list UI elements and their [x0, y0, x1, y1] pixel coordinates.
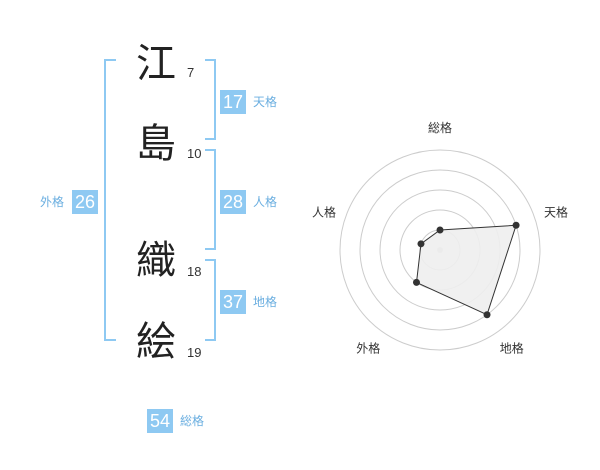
- ten-kaku-value: 17: [220, 90, 246, 114]
- stroke-count-1: 7: [187, 65, 195, 80]
- radar-ring-4: [359, 169, 521, 331]
- stroke-count-2: 10: [187, 146, 202, 161]
- radar-axis-label-0: 総格: [428, 120, 452, 135]
- radar-points: [412, 221, 520, 319]
- radar-point-1: [512, 221, 520, 229]
- bracket-gai: [104, 59, 116, 341]
- bracket-ten: [205, 59, 216, 140]
- so-kaku-label: 総格: [180, 414, 205, 428]
- ten-kaku-label: 天格: [253, 95, 278, 109]
- bracket-jin: [205, 149, 216, 250]
- radar-axis-label-2: 地格: [500, 341, 524, 356]
- radar-axis-label-3: 外格: [356, 341, 380, 356]
- gai-kaku-label: 外格: [40, 195, 65, 209]
- radar-point-3: [412, 278, 420, 286]
- radar-axis-label-4: 人格: [312, 204, 336, 219]
- radar-point-4: [417, 240, 425, 248]
- radar-area: [415, 224, 517, 316]
- name-char-2: 島: [136, 121, 176, 167]
- name-char-4: 絵: [136, 319, 176, 365]
- chi-kaku-label: 地格: [253, 295, 278, 309]
- radar-axis-label-1: 天格: [544, 204, 568, 219]
- name-char-1: 江: [136, 41, 176, 87]
- jin-kaku-label: 人格: [253, 195, 278, 209]
- jin-kaku-value: 28: [220, 190, 246, 214]
- chi-kaku-value: 37: [220, 290, 246, 314]
- bracket-chi: [205, 259, 216, 341]
- gai-kaku-value: 26: [72, 190, 98, 214]
- stroke-count-4: 19: [187, 345, 202, 360]
- name-char-3: 織: [136, 238, 176, 284]
- radar-ring-5: [339, 149, 541, 351]
- radar-point-2: [483, 311, 491, 319]
- so-kaku-value: 54: [147, 409, 173, 433]
- stroke-count-3: 18: [187, 264, 202, 279]
- radar-point-0: [436, 226, 444, 234]
